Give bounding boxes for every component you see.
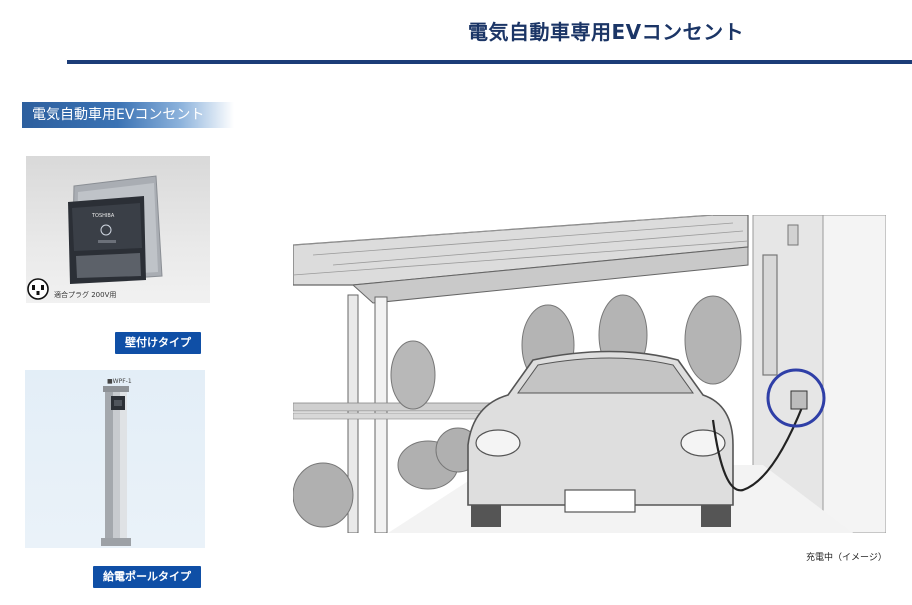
power-pole-icon [101,386,131,546]
wall-outlet-photo: TOSHIBA 適合プラグ 200V用 [26,156,210,303]
power-pole-photo: ■WPF-1 [25,370,205,548]
section-label: 電気自動車用EVコンセント [22,102,234,128]
page-title: 電気自動車専用EVコンセント [468,20,745,44]
plug-compat-caption: 適合プラグ 200V用 [54,291,117,299]
outlet-highlight-circle [766,368,826,428]
carport-scene [293,215,886,533]
title-divider [67,60,912,64]
carport-charging-illustration [293,215,886,533]
pole-type-badge: 給電ポールタイプ [93,566,201,588]
wall-outlet-image: TOSHIBA [68,175,163,284]
illustration-caption: 充電中（イメージ） [806,553,887,563]
wall-type-badge: 壁付けタイプ [115,332,201,354]
brand-text: TOSHIBA [91,213,115,219]
plug-outlet-icon [27,278,49,300]
pole-model-label: ■WPF-1 [107,378,132,385]
